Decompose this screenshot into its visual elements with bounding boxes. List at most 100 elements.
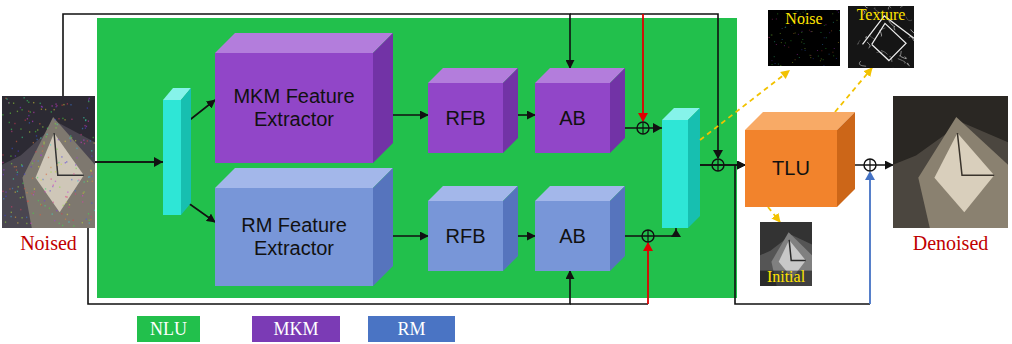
box-face: RM Feature Extractor xyxy=(215,188,373,286)
noise-speck xyxy=(34,160,35,161)
box-face: MKM Feature Extractor xyxy=(215,53,373,163)
noise-speck xyxy=(43,142,44,143)
noise-speck xyxy=(34,188,35,189)
noise-speck xyxy=(64,119,65,120)
noise-speck xyxy=(25,119,26,120)
texture-stroke xyxy=(881,50,887,54)
noise-speck xyxy=(3,174,4,175)
noise-speck xyxy=(5,191,6,192)
noise-speck xyxy=(11,206,12,207)
texture-stroke xyxy=(893,68,896,69)
noise-speck xyxy=(29,131,30,132)
noise-speck xyxy=(839,30,840,32)
noise-speck xyxy=(782,39,783,41)
block-side xyxy=(503,68,518,153)
split-block xyxy=(163,100,181,215)
noise-speck xyxy=(44,200,45,201)
noise-speck xyxy=(40,204,41,205)
texture-stroke xyxy=(869,35,875,40)
noise-speck xyxy=(55,171,56,172)
box-label: TLU xyxy=(772,157,810,180)
box-label: RM Feature Extractor xyxy=(220,214,368,260)
noise-speck xyxy=(20,197,21,198)
noise-speck xyxy=(58,118,59,119)
connector xyxy=(518,114,535,116)
noise-speck xyxy=(777,13,778,15)
noise-speck xyxy=(81,142,82,143)
noise-speck xyxy=(86,218,87,219)
noise-speck xyxy=(821,50,822,52)
legend-swatch: MKM xyxy=(252,316,340,342)
block-top xyxy=(745,112,855,130)
noise-speck xyxy=(21,217,22,218)
noise-speck xyxy=(86,126,87,127)
noise-speck xyxy=(51,111,52,112)
block-top xyxy=(428,68,518,83)
noise-speck xyxy=(771,34,772,36)
noise-speck xyxy=(76,148,77,149)
noise-speck xyxy=(41,204,42,205)
noise-speck xyxy=(73,220,74,221)
connector xyxy=(95,100,215,162)
ab-block: AB xyxy=(535,186,625,271)
noise-speck xyxy=(22,137,23,138)
skip-wire xyxy=(570,303,648,305)
noise-speck xyxy=(18,150,19,151)
noise-speck xyxy=(66,161,67,162)
noise-speck xyxy=(34,191,35,192)
block-front xyxy=(215,53,373,163)
noise-speck xyxy=(88,120,89,121)
noise-speck xyxy=(832,13,833,15)
image-label: Noise xyxy=(785,10,822,28)
photo-fold xyxy=(957,133,994,175)
noise-speck xyxy=(40,155,41,156)
noise-speck xyxy=(35,131,36,132)
noise-speck xyxy=(29,122,30,123)
noise-speck xyxy=(65,162,66,163)
noise-speck xyxy=(24,188,25,189)
noise-speck xyxy=(797,53,798,55)
box-face: RFB xyxy=(428,201,503,271)
box-face: AB xyxy=(535,201,610,271)
noise-speck xyxy=(85,120,86,121)
sum-cross xyxy=(717,159,718,171)
noise-speck xyxy=(84,143,85,144)
noise-speck xyxy=(793,32,794,34)
noise-speck xyxy=(838,42,839,44)
noise-speck xyxy=(810,57,811,59)
image-picture xyxy=(893,96,1008,228)
noise-speck xyxy=(20,209,21,210)
noise-speck xyxy=(87,107,88,108)
noise-speck xyxy=(69,137,70,138)
block-top xyxy=(428,186,518,201)
noise-speck xyxy=(62,225,63,226)
noise-speck xyxy=(71,137,72,138)
noise-speck xyxy=(63,104,64,105)
noise-speck xyxy=(55,181,56,182)
photo-ground xyxy=(2,96,95,228)
noise-speck xyxy=(66,196,67,197)
noise-speck xyxy=(91,216,92,217)
arrowhead xyxy=(638,113,648,122)
noise-speck xyxy=(55,103,56,104)
noise-speck xyxy=(61,213,62,214)
noise-image: Noise xyxy=(768,10,840,66)
noise-speck xyxy=(829,53,830,55)
noise-speck xyxy=(91,173,92,174)
noise-speck xyxy=(37,129,38,130)
noise-speck xyxy=(41,106,42,107)
noise-speck xyxy=(54,109,55,110)
image-caption: Noised xyxy=(2,232,95,255)
noise-speck xyxy=(59,186,60,187)
noise-speck xyxy=(833,21,834,23)
block-side xyxy=(373,33,393,163)
noise-speck xyxy=(833,55,834,57)
noise-speck xyxy=(41,154,42,155)
texture-stroke xyxy=(898,59,906,63)
noise-speck xyxy=(71,119,72,120)
noise-speck xyxy=(22,183,23,184)
noise-speck xyxy=(16,141,17,142)
block-front xyxy=(535,83,610,153)
noise-speck xyxy=(94,210,95,211)
image-label: Initial xyxy=(767,268,805,286)
